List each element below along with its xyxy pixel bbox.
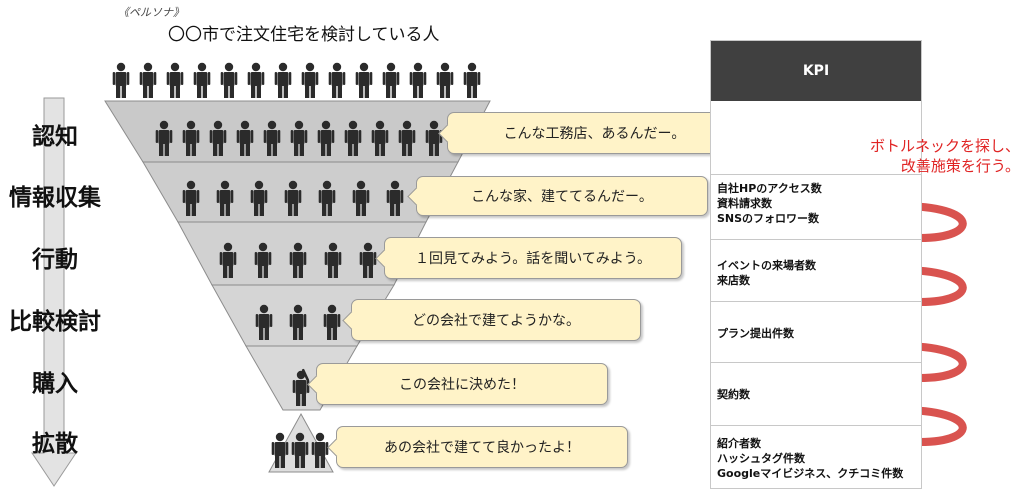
funnel-shape (104, 100, 491, 473)
kpi-divider (711, 301, 921, 302)
bubble-information: こんな家、建ててるんだー。 (407, 176, 708, 216)
loop-arrow-icon (896, 202, 967, 446)
persona-tag: 《ペルソナ》 (118, 6, 184, 19)
kpi-divider (711, 239, 921, 240)
stage-label-comparison: 比較検討 (9, 309, 101, 335)
kpi-cell-awareness: 自社HPのアクセス数 資料請求数 SNSのフォロワー数 (717, 182, 822, 225)
people-rows (112, 62, 481, 468)
bubble-text: １回見てみよう。話を聞いてみよう。 (415, 251, 651, 267)
kpi-cell-comparison: プラン提出件数 (717, 327, 794, 340)
kpi-table (710, 40, 922, 489)
stage-label-information: 情報収集 (9, 185, 101, 211)
bubble-text: あの会社で建てて良かったよ！ (384, 440, 580, 456)
stage-label-action: 行動 (32, 247, 78, 273)
bubble-text: こんな工務店、あるんだー。 (503, 126, 686, 142)
bubble-text: こんな家、建ててるんだー。 (471, 189, 653, 205)
kpi-header: KPI (711, 41, 921, 101)
bubble-purchase: この会社に決めた！ (307, 363, 608, 405)
kpi-divider (711, 425, 921, 426)
kpi-cell-purchase: 契約数 (717, 388, 750, 401)
bubble-share: あの会社で建てて良かったよ！ (327, 426, 628, 468)
persona-title: 〇〇市で注文住宅を検討している人 (168, 25, 440, 45)
bottleneck-note: ボトルネックを探し、 改善施策を行う。 (869, 137, 1020, 175)
kpi-cell-action: イベントの来場者数 来店数 (717, 259, 816, 287)
bubble-action: １回見てみよう。話を聞いてみよう。 (375, 237, 682, 279)
kpi-divider (711, 174, 921, 175)
bubble-text: この会社に決めた！ (399, 377, 525, 393)
bubble-text: どの会社で建てようかな。 (412, 313, 580, 329)
stage-label-awareness: 認知 (32, 124, 78, 150)
stage-label-purchase: 購入 (32, 371, 78, 397)
kpi-divider (711, 362, 921, 363)
stage-label-share: 拡散 (32, 431, 78, 457)
kpi-cell-share: 紹介者数 ハッシュタグ件数 Googleマイビジネス、クチコミ件数 (717, 437, 904, 480)
bubble-awareness: こんな工務店、あるんだー。 (438, 112, 742, 154)
down-arrow-icon (31, 97, 77, 487)
bubble-comparison: どの会社で建てようかな。 (342, 299, 641, 341)
